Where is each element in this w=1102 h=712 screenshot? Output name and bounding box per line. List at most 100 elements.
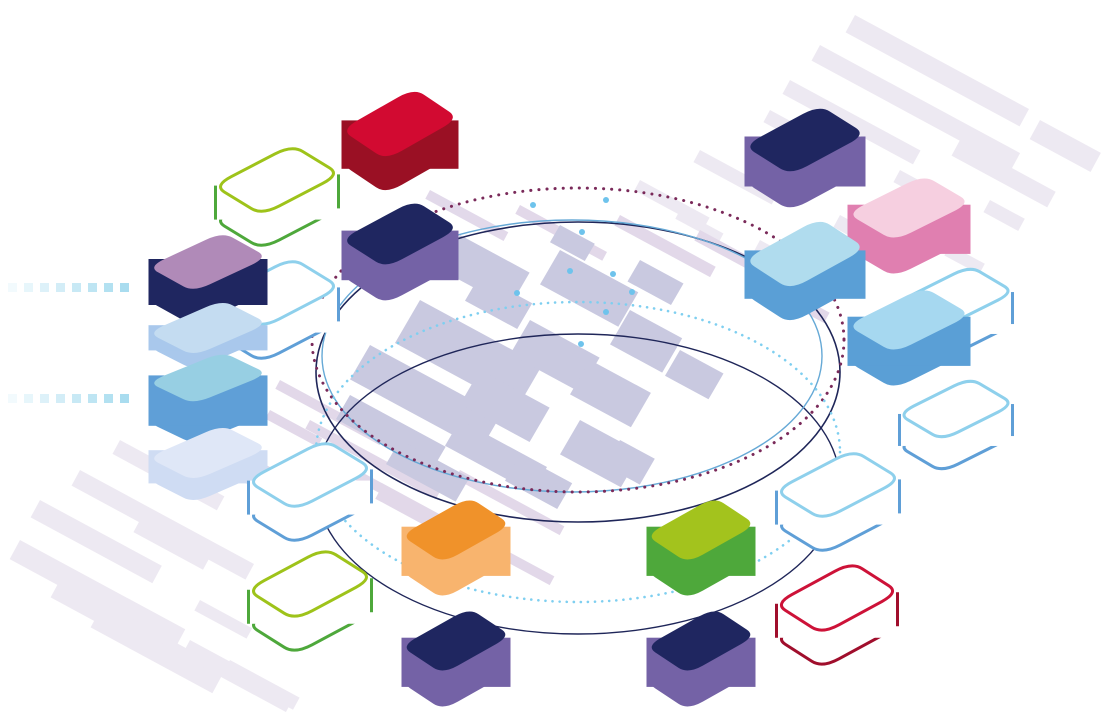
orange-tile [401,500,511,596]
sky-blue-tile [847,290,971,386]
connector-dot [56,394,65,403]
city-block [665,350,724,400]
connector-dot [72,283,81,292]
city-blocks [336,225,724,509]
tile-top-face [902,379,1010,439]
grid-strip [614,215,716,278]
city-block [460,370,550,442]
connector-dot [8,394,17,403]
tile-top-face [252,550,368,618]
ghost-shadow-tile [148,428,268,500]
blue-outline-lower-left-tile [247,442,373,542]
tile-top-face [651,611,751,671]
tile-top-face [154,428,262,478]
green-tile [646,500,756,596]
connector-dot [104,283,113,292]
grid-strip [71,470,254,580]
data-dot [579,229,585,235]
outer-ring-dark [315,221,841,523]
grid-strip [223,660,300,710]
left-connectors [8,283,129,403]
purple-navy-tile [148,235,268,323]
connector-line-bottom [8,394,129,403]
grid-strip [782,80,921,165]
tile-top-face [154,235,262,289]
data-dot [514,290,520,296]
city-block [510,320,600,392]
tile-top-face [750,108,860,172]
city-block [540,250,639,327]
tile-top-face [347,91,453,157]
data-dot [629,289,635,295]
navy-inner-tile [341,203,459,301]
data-dot [603,309,609,315]
grid-strip [1029,120,1101,173]
grid-strip [30,500,162,584]
connector-dot [88,394,97,403]
city-block [605,440,655,485]
data-points [514,197,635,347]
grid-strip [951,140,1056,208]
grid-strip [194,600,253,639]
connector-dot [120,283,129,292]
city-block [465,275,533,329]
data-dot [603,197,609,203]
data-dot [530,202,536,208]
connector-line-top [8,283,129,292]
data-dot [610,271,616,277]
dotted-ring-maroon [310,186,846,494]
tile-top-face [252,442,368,508]
connector-dot [120,394,129,403]
connector-dot [24,394,33,403]
tile-top-face [154,303,262,353]
connector-dot [40,394,49,403]
connector-dot [8,283,17,292]
blue-outline-lower-right-tile [775,452,901,552]
connector-dot [40,283,49,292]
navy-bottom-left-tile [401,611,511,707]
blue-outline-right-tile-b [898,379,1014,471]
navy-top-right-tile [744,108,866,208]
grid-strip [133,520,210,570]
grid-strip [9,540,186,649]
navy-bottom-right-tile [646,611,756,707]
grid-strip [455,470,565,536]
city-block [570,360,651,428]
city-block [505,455,573,509]
grid-strip [693,150,779,205]
connector-dot [88,283,97,292]
dotted-ring-cyan [314,300,842,604]
tile-top-face [347,203,453,265]
city-block [627,260,684,305]
connector-dot [24,283,33,292]
grid-strip [90,610,222,694]
tiles-layer [148,91,1014,707]
tile-top-face [154,354,262,402]
grid-strip [305,420,441,500]
city-block [395,300,542,409]
tile-top-face [853,290,965,350]
city-block [550,225,595,261]
light-blue-tile [744,221,866,321]
tile-top-face [651,500,751,560]
grid-strip [811,45,1021,169]
tile-top-face [779,564,895,632]
tile-top-face [780,452,896,518]
aqua-blue-tile [148,354,268,442]
tile-top-face [406,500,506,560]
tile-top-face [219,147,335,213]
tile-top-face [750,221,860,287]
grid-strip [675,210,724,243]
connector-dot [72,394,81,403]
green-outline-bottom-tile [247,550,373,652]
tile-top-face [406,611,506,671]
grid-strip [845,15,1029,127]
data-dot [578,341,584,347]
red-outline-tile [775,564,899,666]
connector-dot [104,394,113,403]
tile-top-face [853,178,965,238]
green-outline-top-tile [214,147,340,247]
ghost-blue-tile [148,303,268,367]
connector-dot [56,283,65,292]
